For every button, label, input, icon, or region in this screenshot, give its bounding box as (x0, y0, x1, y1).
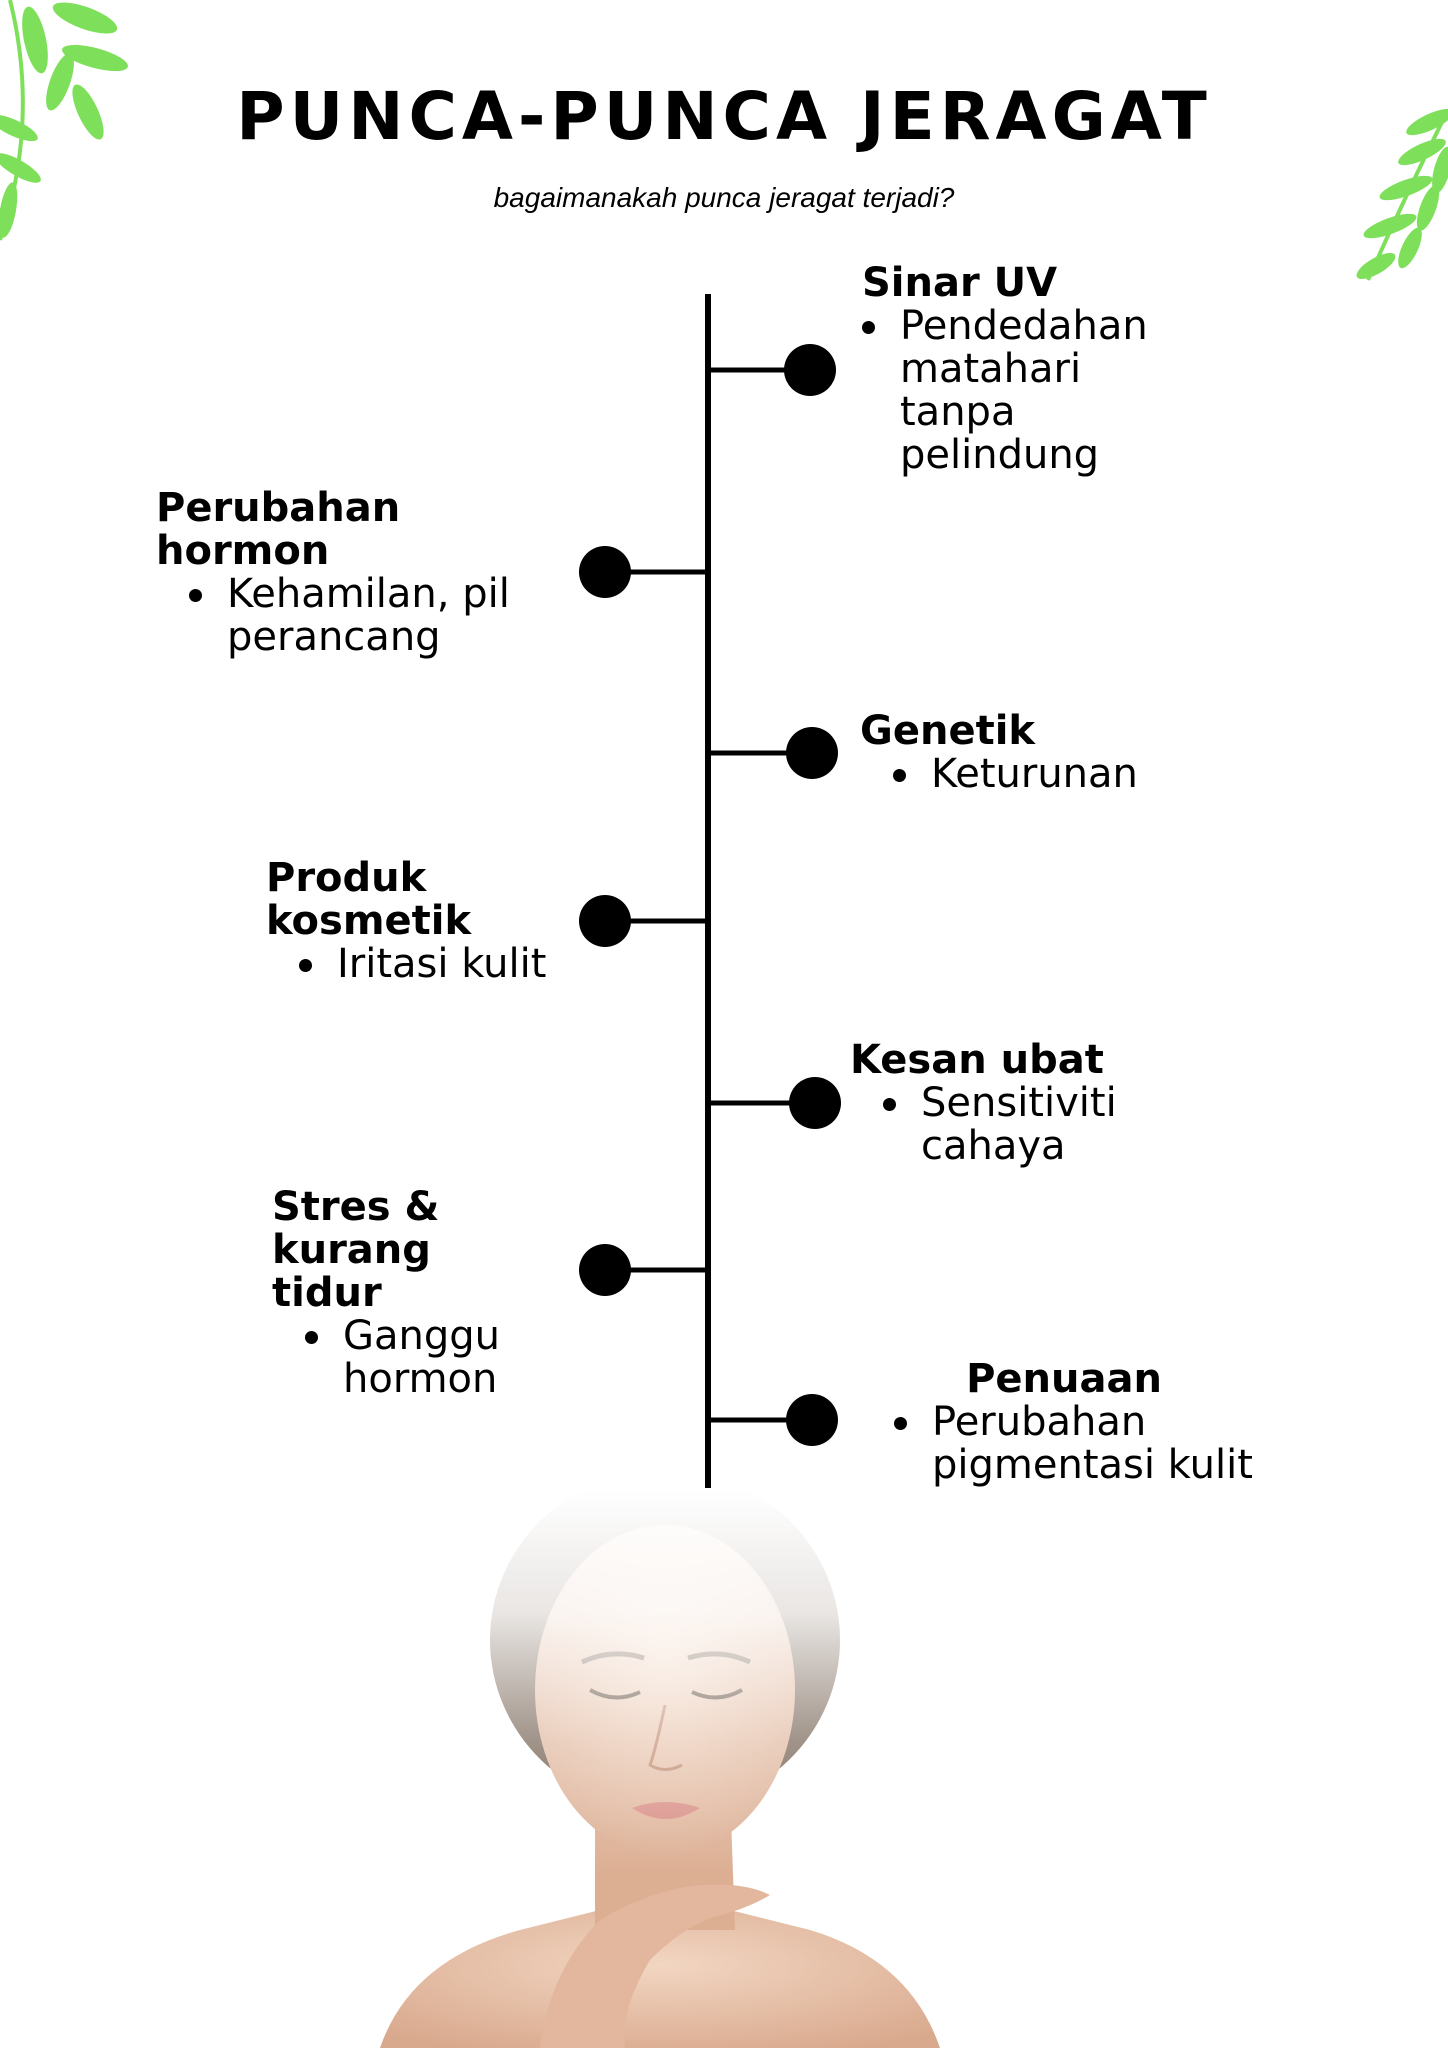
cause-point: Sensitiviti cahaya (883, 1082, 1151, 1168)
cause-title: Kesan ubat (850, 1037, 1104, 1083)
cause-point: Keturunan (893, 753, 1300, 796)
cause-point: Pendedahan matahari tanpa pelindung (862, 305, 1150, 477)
timeline-node (579, 895, 631, 947)
cause-point: Ganggu hormon (305, 1315, 543, 1401)
timeline-node (786, 1394, 838, 1446)
cause-point: Iritasi kulit (299, 943, 586, 986)
cause-kesan-ubat: Kesan ubat Sensitiviti cahaya (850, 1039, 1290, 1168)
cause-point: Perubahan pigmentasi kulit (894, 1401, 1292, 1487)
leaf-sprig-top-left-icon (0, 0, 128, 241)
cause-title: Genetik (860, 708, 1035, 754)
cause-title: Sinar UV (862, 260, 1058, 306)
cause-sinar-uv: Sinar UV Pendedahan matahari tanpa pelin… (862, 262, 1302, 477)
cause-title: Stres & kurang tidur (272, 1184, 440, 1316)
timeline-node (786, 727, 838, 779)
cause-perubahan-hormon: Perubahan hormon Kehamilan, pil perancan… (156, 487, 556, 659)
cause-title: Perubahan hormon (156, 485, 401, 574)
leaf-sprig-top-right-icon (1356, 108, 1448, 281)
cause-title: Produk kosmetik (266, 855, 472, 944)
page-title: PUNCA-PUNCA JERAGAT (236, 78, 1212, 155)
timeline-node (579, 546, 631, 598)
timeline-node (579, 1244, 631, 1296)
page-subtitle: bagaimanakah punca jeragat terjadi? (493, 182, 955, 213)
cause-title: Penuaan (966, 1356, 1162, 1402)
timeline-node (789, 1077, 841, 1129)
cause-produk-kosmetik: Produk kosmetik Iritasi kulit (266, 857, 586, 986)
cause-point: Kehamilan, pil perancang (189, 573, 547, 659)
cause-genetik: Genetik Keturunan (860, 710, 1300, 796)
timeline-node (784, 344, 836, 396)
cause-stres-kurang-tidur: Stres & kurang tidur Ganggu hormon (272, 1186, 592, 1401)
woman-portrait-illustration (350, 1490, 970, 2048)
cause-penuaan: Penuaan Perubahan pigmentasi kulit (894, 1358, 1364, 1487)
